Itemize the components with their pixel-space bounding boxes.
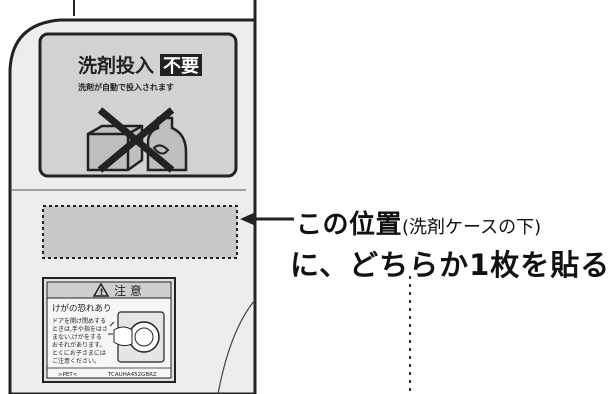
pointer-arrow xyxy=(240,212,294,226)
detergent-box-icon xyxy=(86,124,144,172)
door-hand-illustration xyxy=(108,311,165,363)
callout-main-text: この位置 xyxy=(296,210,403,240)
caution-heading: けがの恐れあり xyxy=(52,303,112,314)
warning-triangle-mark: ! xyxy=(100,288,104,298)
caution-body-line-2: ときは,手や指をはさ xyxy=(52,325,108,333)
detergent-label-title: 洗剤投入 xyxy=(78,54,154,77)
badge-background xyxy=(160,54,202,76)
caution-body-line-4: おそれがあります。 xyxy=(52,341,105,349)
callout-line-2: に、どちらか1枚を貼る xyxy=(290,248,610,282)
detergent-not-required-label: 洗剤投入 不要 洗剤が自動で投入されます xyxy=(38,32,238,178)
caution-body-line-5: とくにお子さまには xyxy=(52,350,106,357)
caution-body-line-3: まない,けがをする xyxy=(52,333,102,341)
detergent-label-subtitle: 洗剤が自動で投入されます xyxy=(78,82,174,92)
callout-sub-text: (洗剤ケースの下) xyxy=(402,217,542,238)
caution-body-line-6: ご注意ください。 xyxy=(52,357,100,365)
door-curve xyxy=(217,299,256,394)
caution-header: 注 意 xyxy=(114,283,142,298)
caution-header-bar xyxy=(46,281,172,299)
cross-out-icon xyxy=(97,107,175,173)
sticker-placement-area xyxy=(42,205,238,259)
callout-line-1: この位置(洗剤ケースの下) xyxy=(296,204,541,241)
detergent-label-badge: 不要 xyxy=(163,56,199,77)
caution-footer-left: >PET< xyxy=(58,372,78,378)
caution-body-line-1: ドアを開け閉めする xyxy=(52,318,106,325)
caution-footer-right: TCAUHA452GBRZ xyxy=(107,372,157,378)
caution-label: ! 注 意 けがの恐れあり ドアを開け閉めする ときは,手や指をはさ まない,け… xyxy=(42,277,176,383)
warning-triangle-icon xyxy=(92,282,110,297)
